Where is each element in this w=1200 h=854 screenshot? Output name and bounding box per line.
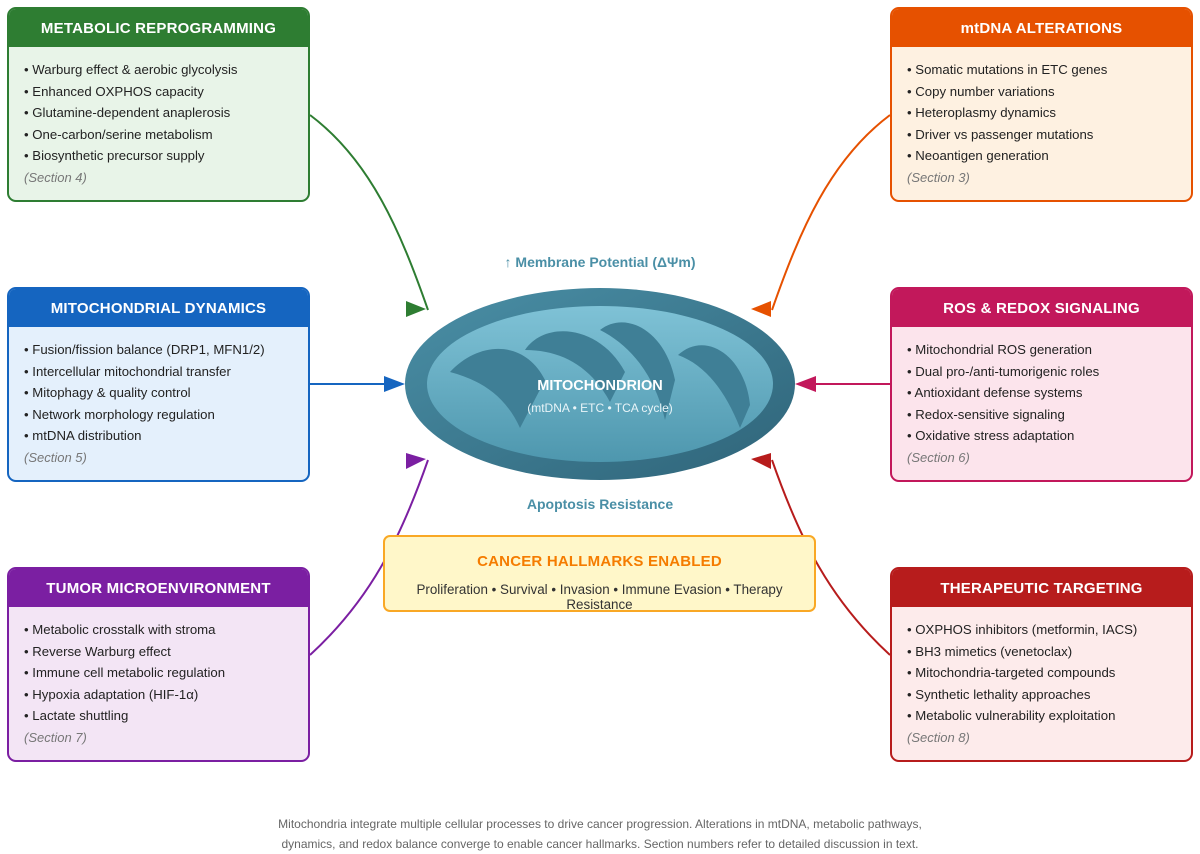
list-item: • Mitochondria-targeted compounds [907,665,1116,681]
card-title: TUMOR MICROENVIRONMENT [9,569,308,607]
list-item: • Somatic mutations in ETC genes [907,62,1108,77]
list-item: • Dual pro-/anti-tumorigenic roles [907,363,1100,379]
arrowhead-dynamics [384,376,405,392]
card-list: • Metabolic crosstalk with stroma • Reve… [9,607,308,749]
apoptosis-resistance-label: Apoptosis Resistance [526,496,674,512]
card-list: • OXPHOS inhibitors (metformin, IACS) • … [892,607,1191,749]
list-item: • Metabolic vulnerability exploitation [907,708,1116,724]
section-reference: (Section 3) [907,169,970,185]
card-title: THERAPEUTIC TARGETING [892,569,1191,607]
mitochondrion-subtitle: (mtDNA • ETC • TCA cycle) [527,401,673,415]
card-title: MITOCHONDRIAL DYNAMICS [9,289,308,327]
connector-metabolic [309,114,429,311]
hallmarks-list: Proliferation • Survival • Invasion • Im… [416,582,783,612]
card-list: • Mitochondrial ROS generation • Dual pr… [892,327,1191,469]
list-item: • Biosynthetic precursor supply [24,148,205,164]
card-mtdna-alterations: mtDNA ALTERATIONS • Somatic mutations in… [890,7,1193,202]
hallmarks-title: CANCER HALLMARKS ENABLED [477,553,722,570]
list-item: • Reverse Warburg effect [24,643,171,659]
list-item: • One-carbon/serine metabolism [24,126,213,142]
list-item: • mtDNA distribution [24,428,142,444]
list-item: • Copy number variations [907,83,1055,99]
list-item: • BH3 mimetics (venetoclax) [907,643,1073,659]
list-item: • Mitophagy & quality control [24,385,191,401]
list-item: • Enhanced OXPHOS capacity [24,83,204,99]
list-item: • Oxidative stress adaptation [907,428,1075,444]
card-title: mtDNA ALTERATIONS [892,9,1191,47]
list-item: • Immune cell metabolic regulation [24,665,226,681]
list-item: • Warburg effect & aerobic glycolysis [24,62,238,77]
card-metabolic-reprogramming: METABOLIC REPROGRAMMING • Warburg effect… [7,7,310,202]
list-item: • Network morphology regulation [24,406,215,422]
arrowhead-therapeutic [751,453,771,469]
arrowhead-mtdna [751,301,771,317]
card-mitochondrial-dynamics: MITOCHONDRIAL DYNAMICS • Fusion/fission … [7,287,310,482]
membrane-potential-label: ↑ Membrane Potential (ΔΨm) [504,254,696,270]
section-reference: (Section 4) [24,169,87,185]
list-item: • Redox-sensitive signaling [907,406,1065,422]
list-item: • Metabolic crosstalk with stroma [24,622,216,637]
list-item: • Antioxidant defense systems [907,385,1083,401]
connector-therapeutic [771,459,891,656]
section-reference: (Section 8) [907,729,970,745]
connector-tumor [309,459,429,656]
card-tumor-microenvironment: TUMOR MICROENVIRONMENT • Metabolic cross… [7,567,310,762]
list-item: • Synthetic lethality approaches [907,686,1091,702]
card-list: • Fusion/fission balance (DRP1, MFN1/2) … [9,327,308,469]
card-list: • Warburg effect & aerobic glycolysis • … [9,47,308,189]
connector-mtdna [771,114,891,311]
card-list: • Somatic mutations in ETC genes • Copy … [892,47,1191,189]
arrowhead-ros [795,376,816,392]
list-item: • Driver vs passenger mutations [907,126,1094,142]
list-item: • Glutamine-dependent anaplerosis [24,105,231,121]
list-item: • Hypoxia adaptation (HIF-1α) [24,686,199,702]
caption-line: Mitochondria integrate multiple cellular… [278,817,922,831]
list-item: • Neoantigen generation [907,148,1049,164]
card-title: ROS & REDOX SIGNALING [892,289,1191,327]
mitochondrion-icon [405,288,795,480]
list-item: • Heteroplasmy dynamics [907,105,1056,121]
arrowhead-tumor [406,453,426,469]
list-item: • Intercellular mitochondrial transfer [24,363,231,379]
card-therapeutic-targeting: THERAPEUTIC TARGETING • OXPHOS inhibitor… [890,567,1193,762]
card-ros-redox-signaling: ROS & REDOX SIGNALING • Mitochondrial RO… [890,287,1193,482]
section-reference: (Section 5) [24,449,87,465]
arrowhead-metabolic [406,301,426,317]
section-reference: (Section 6) [907,449,970,465]
list-item: • OXPHOS inhibitors (metformin, IACS) [907,622,1138,637]
figure-caption: Mitochondria integrate multiple cellular… [200,814,1000,854]
list-item: • Lactate shuttling [24,708,129,724]
list-item: • Fusion/fission balance (DRP1, MFN1/2) [24,342,265,357]
mitochondrion-title: MITOCHONDRION [537,378,662,394]
cancer-hallmarks-box: CANCER HALLMARKS ENABLED Proliferation •… [383,535,816,612]
section-reference: (Section 7) [24,729,87,745]
caption-line: dynamics, and redox balance converge to … [281,837,919,851]
list-item: • Mitochondrial ROS generation [907,342,1092,357]
card-title: METABOLIC REPROGRAMMING [9,9,308,47]
